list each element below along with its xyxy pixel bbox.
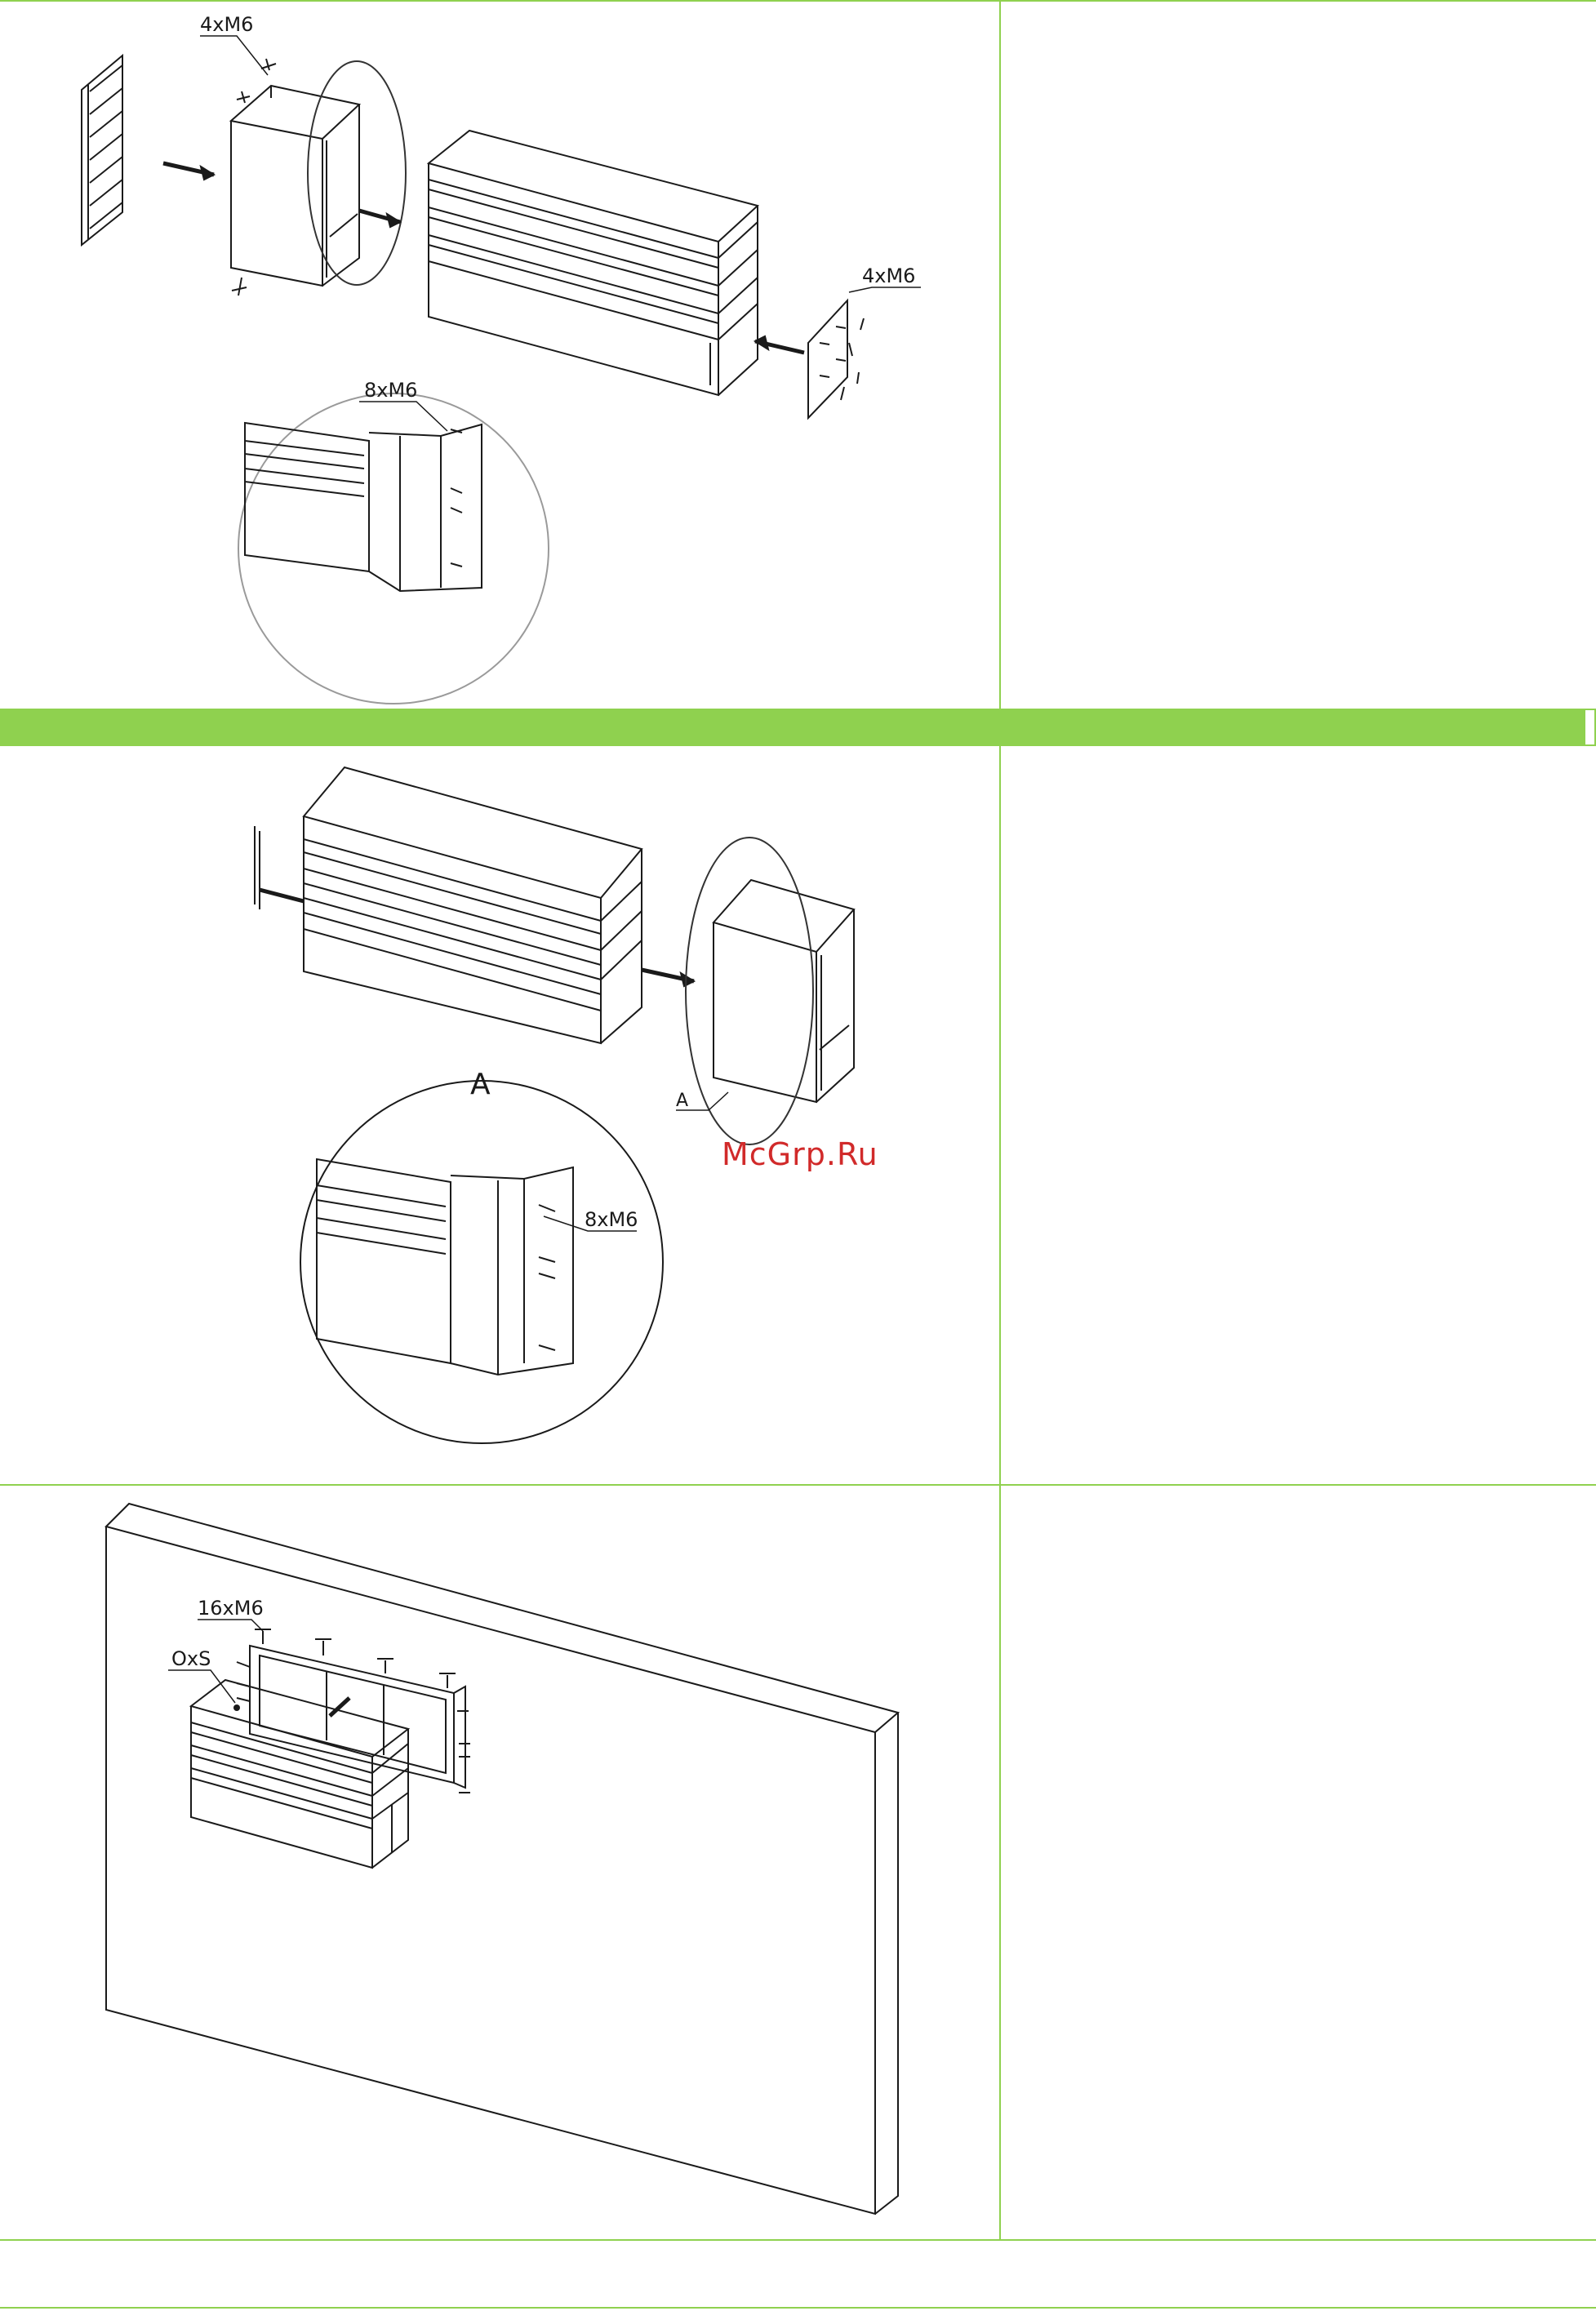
unit-on-wall xyxy=(191,1680,408,1868)
callout-8xm6-detail: 8xM6 xyxy=(364,379,417,402)
figure-step-3: 16xM6 OxS xyxy=(0,1486,999,2240)
callout-16xm6: 16xM6 xyxy=(198,1597,264,1620)
figure-step-1: 4xM6 4xM6 8xM6 xyxy=(0,0,999,707)
grille-illustration xyxy=(82,56,122,245)
plenum-box-2 xyxy=(714,880,854,1102)
plenum-box xyxy=(231,86,359,286)
callout-4xm6-top: 4xM6 xyxy=(200,13,253,36)
detail-ref-a: A xyxy=(676,1091,688,1111)
callout-oxs: OxS xyxy=(171,1647,211,1670)
main-unit-2 xyxy=(304,767,642,1043)
watermark: McGrp.Ru xyxy=(722,1136,878,1172)
column-divider xyxy=(999,0,1001,2241)
figure-step-2: A A 8xM6 xyxy=(0,748,999,1482)
mounting-frame xyxy=(250,1646,465,1788)
detail-letter-a: A xyxy=(470,1068,491,1101)
callout-8xm6-detail-2: 8xM6 xyxy=(585,1208,638,1231)
main-unit xyxy=(429,131,758,395)
bottom-rule xyxy=(0,2307,1596,2309)
mounting-plate xyxy=(808,300,864,418)
detail-view-2 xyxy=(317,1159,573,1375)
section-header-band-cap xyxy=(1584,709,1596,746)
section-header-band xyxy=(0,709,1584,746)
callout-4xm6-right: 4xM6 xyxy=(862,264,915,287)
detail-view xyxy=(245,423,482,591)
